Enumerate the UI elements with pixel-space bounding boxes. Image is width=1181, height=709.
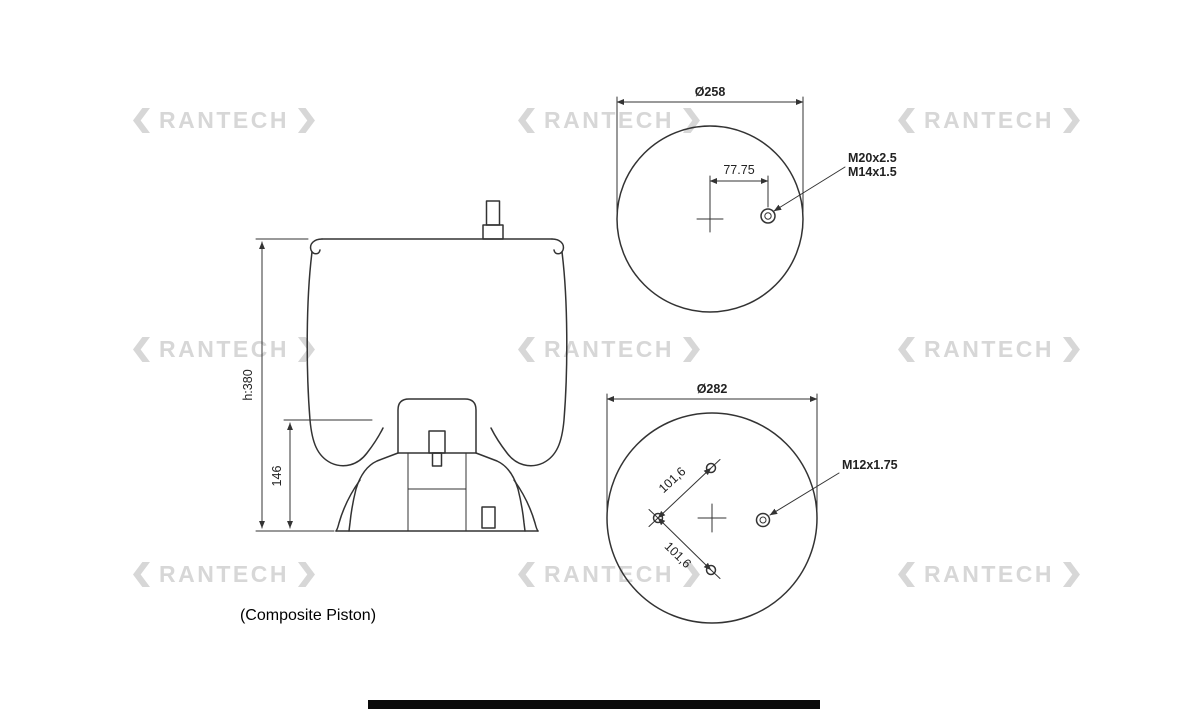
watermark: RANTECH bbox=[133, 337, 315, 362]
piston-bolt-shank bbox=[431, 452, 443, 467]
leader-thread bbox=[769, 472, 840, 516]
watermark-text: RANTECH bbox=[924, 561, 1054, 587]
watermark-text: RANTECH bbox=[159, 561, 289, 587]
watermark-text: RANTECH bbox=[544, 561, 674, 587]
air-port-outer bbox=[755, 512, 771, 528]
air-port-inner bbox=[764, 212, 772, 220]
bellows-right-profile bbox=[490, 251, 568, 467]
dim-line-spacing-lower bbox=[657, 517, 712, 571]
piston-bolt bbox=[428, 430, 446, 454]
dim-overshoot-upper bbox=[648, 459, 721, 527]
top-view-circle bbox=[616, 125, 804, 313]
watermark: RANTECH bbox=[133, 562, 315, 587]
leader-thread-top bbox=[773, 166, 846, 212]
overall-height-label: h:380 bbox=[241, 369, 255, 400]
piston-flare-right bbox=[513, 479, 539, 532]
watermark: RANTECH bbox=[518, 337, 700, 362]
air-port-inner bbox=[759, 516, 767, 524]
center-cross bbox=[697, 503, 727, 533]
watermark-text: RANTECH bbox=[924, 107, 1054, 133]
bead-ring-right bbox=[551, 238, 565, 255]
top-view: Ø258 77.75 M20x2.5 M14x1.5 bbox=[616, 85, 897, 313]
piston-skirt-left bbox=[348, 452, 399, 532]
thread-bottom-label: M14x1.5 bbox=[848, 165, 897, 179]
watermark-text: RANTECH bbox=[544, 336, 674, 362]
thread-top-label: M20x2.5 bbox=[848, 151, 897, 165]
air-port-outer bbox=[760, 208, 776, 224]
ext-lines-diameter-282 bbox=[606, 393, 818, 511]
bellows-left-profile bbox=[306, 251, 384, 467]
hole-spacing-upper-label: 101,6 bbox=[656, 464, 688, 496]
caption: (Composite Piston) bbox=[240, 607, 376, 624]
watermark-text: RANTECH bbox=[159, 107, 289, 133]
watermark-text: RANTECH bbox=[924, 336, 1054, 362]
diameter-258-label: Ø258 bbox=[695, 85, 726, 99]
piston-skirt-right bbox=[475, 452, 526, 532]
dim-overshoot-lower bbox=[648, 509, 721, 579]
watermark-text: RANTECH bbox=[159, 336, 289, 362]
hole-spacing-lower-label: 101,6 bbox=[662, 539, 694, 571]
base-stud bbox=[481, 506, 496, 529]
watermark: RANTECH bbox=[898, 337, 1080, 362]
thread-label: M12x1.75 bbox=[842, 458, 898, 472]
bottom-view: Ø282 101,6 101,6 M12x1.75 bbox=[606, 382, 898, 624]
bead-ring-left bbox=[309, 238, 323, 255]
watermark: RANTECH bbox=[898, 562, 1080, 587]
watermark-text: RANTECH bbox=[544, 107, 674, 133]
piston-flare-left bbox=[335, 479, 361, 532]
bottom-view-circle bbox=[606, 412, 818, 624]
piston-dome bbox=[397, 398, 477, 454]
dim-line-spacing-upper bbox=[657, 467, 712, 519]
side-view-air-spring: h:380 146 (Composite Piston) bbox=[240, 200, 568, 624]
piston-height-label: 146 bbox=[270, 466, 284, 487]
diameter-282-label: Ø282 bbox=[697, 382, 728, 396]
top-stud-boss bbox=[482, 224, 504, 240]
watermark: RANTECH bbox=[133, 108, 315, 133]
port-offset-label: 77.75 bbox=[723, 163, 754, 177]
bottom-bar bbox=[368, 700, 820, 709]
watermark: RANTECH bbox=[898, 108, 1080, 133]
top-stud bbox=[485, 200, 501, 226]
